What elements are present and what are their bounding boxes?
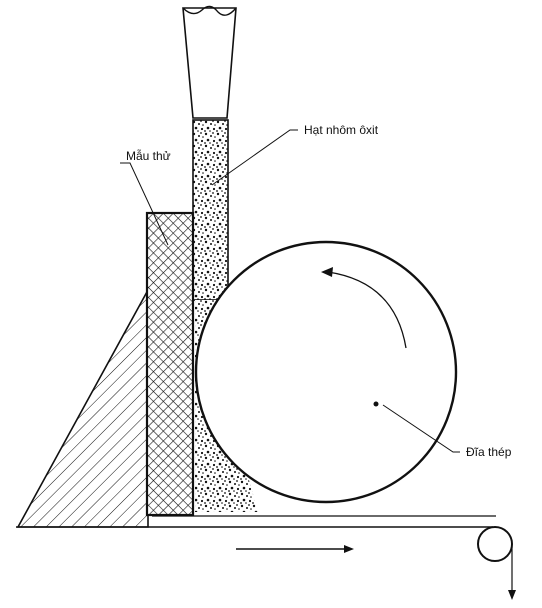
steel-disc [194, 240, 458, 504]
particle-stream [192, 119, 229, 301]
leader-specimen [120, 162, 169, 246]
specimen [145, 211, 195, 517]
rotation-arrow-head [321, 267, 333, 277]
label-steel-disc: Đĩa thép [466, 445, 512, 459]
disc-center-dot [373, 401, 379, 407]
hopper-break-line [182, 5, 237, 16]
leader-disc [382, 404, 460, 453]
rotation-arrow [327, 271, 407, 349]
pulley [477, 526, 513, 562]
leader-particles [211, 129, 298, 186]
label-alumina-particles: Hạt nhôm ôxit [304, 123, 379, 137]
movement-arrow-head [344, 545, 354, 553]
triangular-support [16, 289, 149, 528]
belt-down-arrow-head [508, 590, 516, 600]
hopper [182, 7, 237, 119]
label-specimen: Mẫu thử [126, 148, 171, 163]
